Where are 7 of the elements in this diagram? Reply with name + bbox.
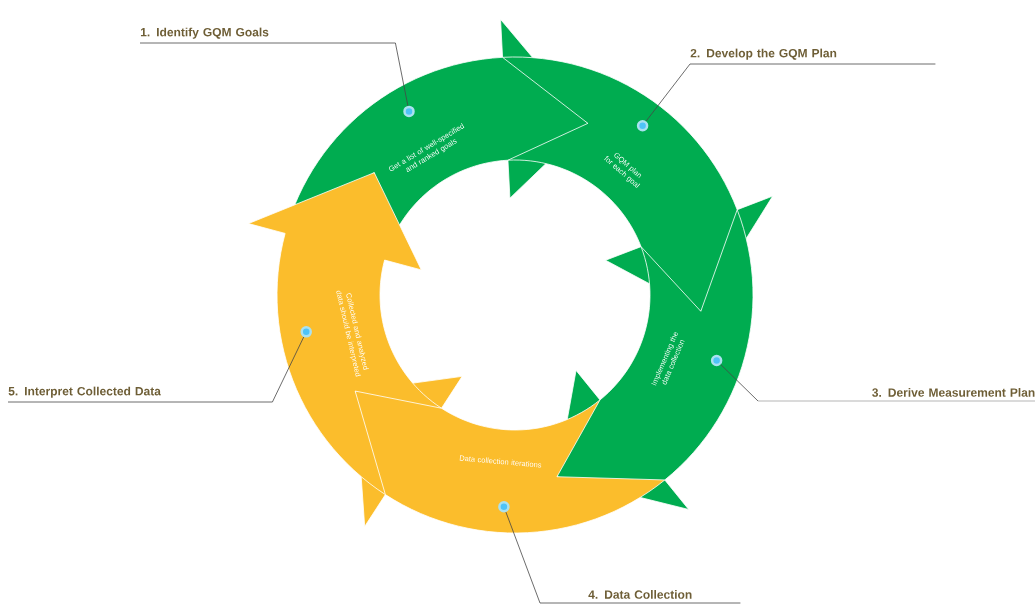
leader-line (395, 42, 409, 107)
step-title: 3. Derive Measurement Plan (757, 388, 1035, 402)
leader-line (720, 364, 759, 402)
leader-line (505, 511, 541, 604)
leader-line (272, 336, 305, 403)
step-title: 4. Data Collection (539, 590, 741, 604)
leader-line (645, 63, 691, 122)
